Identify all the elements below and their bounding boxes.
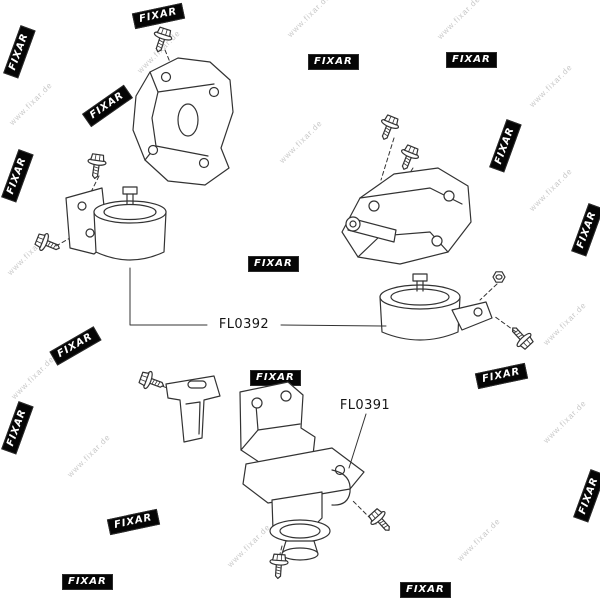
leader-line-fl0391 xyxy=(348,413,367,469)
bolt-icon xyxy=(374,113,402,144)
leader-dashed xyxy=(164,49,175,73)
mount-bracket-left xyxy=(132,57,234,186)
leader-dashed xyxy=(87,175,100,199)
bolt-icon xyxy=(33,230,64,258)
part-label-fl0391: FL0391 xyxy=(339,398,391,413)
leader-dashed xyxy=(380,137,395,181)
engine-mount-cylinder-right xyxy=(379,273,493,341)
engine-mount-cylinder-left xyxy=(93,186,167,261)
fixar-logo-watermark: FIXAR xyxy=(62,574,113,590)
mount-bracket-right xyxy=(341,167,472,265)
mount-small-plate-bottom xyxy=(165,375,221,443)
bolt-icon xyxy=(85,152,108,181)
assembly-engine-mount-bottom xyxy=(137,368,397,580)
engine-mount-body-bottom xyxy=(242,447,365,561)
bolt-icon xyxy=(137,368,168,395)
part-label-fl0392: FL0392 xyxy=(218,317,270,332)
fixar-logo-watermark: FIXAR xyxy=(248,256,299,272)
callout-lines xyxy=(129,267,387,469)
leader-dashed xyxy=(493,315,517,333)
assembly-engine-mount-right xyxy=(341,113,537,353)
fixar-logo-watermark: FIXAR xyxy=(446,52,497,68)
nut-icon xyxy=(492,271,506,283)
fixar-logo-watermark: FIXAR xyxy=(400,582,451,598)
leader-dashed xyxy=(479,283,498,301)
leader-line-fl0392-left xyxy=(129,267,208,326)
bolt-icon xyxy=(365,505,397,537)
mount-bracket-bottom xyxy=(239,381,316,465)
fixar-logo-watermark: FIXAR xyxy=(308,54,359,70)
bolt-icon xyxy=(148,25,175,56)
bolt-icon xyxy=(505,321,537,353)
leader-dashed xyxy=(351,499,377,525)
bolt-icon xyxy=(268,553,290,580)
leader-line-fl0392-right xyxy=(280,324,387,327)
bolt-icon xyxy=(394,143,422,174)
assembly-engine-mount-left xyxy=(33,25,234,261)
